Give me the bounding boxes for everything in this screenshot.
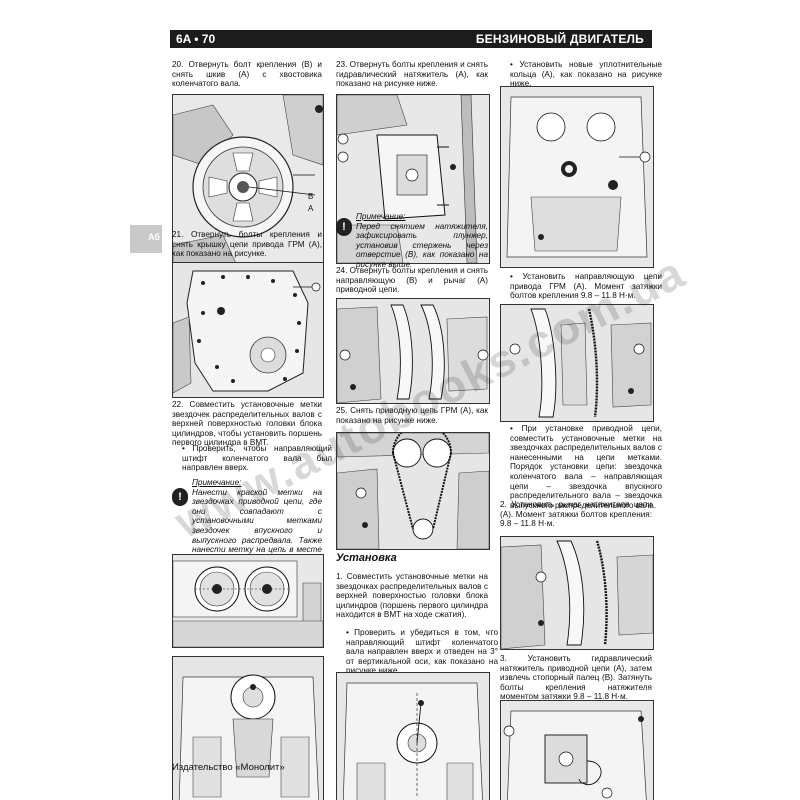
- oil-seals-drawing: [501, 87, 653, 267]
- chain-guide-drawing: [337, 299, 489, 403]
- figure-tensioner-pin: [500, 700, 654, 800]
- install-step-2-text: 2. Установить рычаг натяжителя цепи (A).…: [500, 500, 652, 529]
- warning-icon: !: [172, 488, 188, 506]
- step-23-text: 23. Отвернуть болты крепления и снять ги…: [336, 60, 488, 89]
- crank-pin-drawing: [337, 673, 489, 800]
- figure-timing-chain: [336, 432, 490, 550]
- note-title: Примечание:: [356, 212, 406, 221]
- installation-heading: Установка: [336, 552, 397, 564]
- install-step-3-text: 3. Установить гидравлический натяжитель …: [500, 654, 652, 702]
- step-20-text: 20. Отвернуть болт крепления (B) и снять…: [172, 60, 322, 89]
- note-tensioner: ! Примечание: Перед снятием натяжителя, …: [336, 212, 488, 270]
- step-21-text: 21. Отвернуть болты крепления и снять кр…: [172, 230, 322, 259]
- figure-crank-pin: [336, 672, 490, 800]
- left-margin-tab: [130, 225, 162, 253]
- warning-icon: !: [336, 218, 352, 236]
- figure-hydraulic-tensioner: [336, 94, 490, 264]
- note-title: Примечание:: [192, 478, 242, 487]
- install-step-1-text: 1. Совместить установочные метки на звез…: [336, 572, 488, 620]
- page-number: 6A • 70: [176, 32, 216, 46]
- figure-timing-cover: [172, 262, 324, 398]
- timing-chain-drawing: [337, 433, 489, 549]
- chain-guide-install-drawing: [501, 305, 653, 421]
- figure-oil-seals: [500, 86, 654, 268]
- tensioner-arm-drawing: [501, 537, 653, 649]
- install-check-pin-text: • Проверить и убедиться в том, что напра…: [346, 628, 498, 676]
- step-25-text: 25. Снять приводную цепь ГРМ (A), как по…: [336, 406, 488, 425]
- figure-crank-pulley: [172, 94, 324, 280]
- install-guide-text: • Установить направляющую цепи привода Г…: [510, 272, 662, 301]
- figure-cam-sprockets: [172, 554, 324, 648]
- check-crank-pin-text: • Проверить, чтобы направляющий штифт ко…: [182, 444, 332, 473]
- publisher-footer: Издательство «Монолит»: [172, 762, 285, 773]
- install-seals-text: • Установить новые уплотнительные кольца…: [510, 60, 662, 89]
- timing-cover-drawing: [173, 263, 323, 397]
- cam-sprockets-drawing: [173, 555, 323, 647]
- tensioner-pin-drawing: [501, 701, 653, 800]
- note-text: Перед снятием натяжителя, зафиксировать …: [356, 221, 488, 269]
- section-title: БЕНЗИНОВЫЙ ДВИГАТЕЛЬ: [475, 32, 644, 46]
- page-header: 6A • 70 БЕНЗИНОВЫЙ ДВИГАТЕЛЬ: [170, 30, 652, 48]
- figure-chain-guide: [336, 298, 490, 404]
- callout-a-label: A: [308, 204, 314, 213]
- crank-pulley-drawing: [173, 95, 323, 279]
- callout-b-label: B: [308, 192, 314, 201]
- step-22-text: 22. Совместить установочные метки звездо…: [172, 400, 322, 448]
- figure-chain-guide-install: [500, 304, 654, 422]
- crank-sprocket-drawing: [173, 657, 323, 800]
- install-chain-text: • При установке приводной цепи, совмести…: [510, 424, 662, 510]
- hydraulic-tensioner-drawing: [337, 95, 489, 263]
- step-24-text: 24. Отвернуть болты крепления и снять на…: [336, 266, 488, 295]
- left-margin-tab-text: Аб: [148, 232, 160, 242]
- figure-tensioner-arm: [500, 536, 654, 650]
- figure-crank-sprocket: [172, 656, 324, 800]
